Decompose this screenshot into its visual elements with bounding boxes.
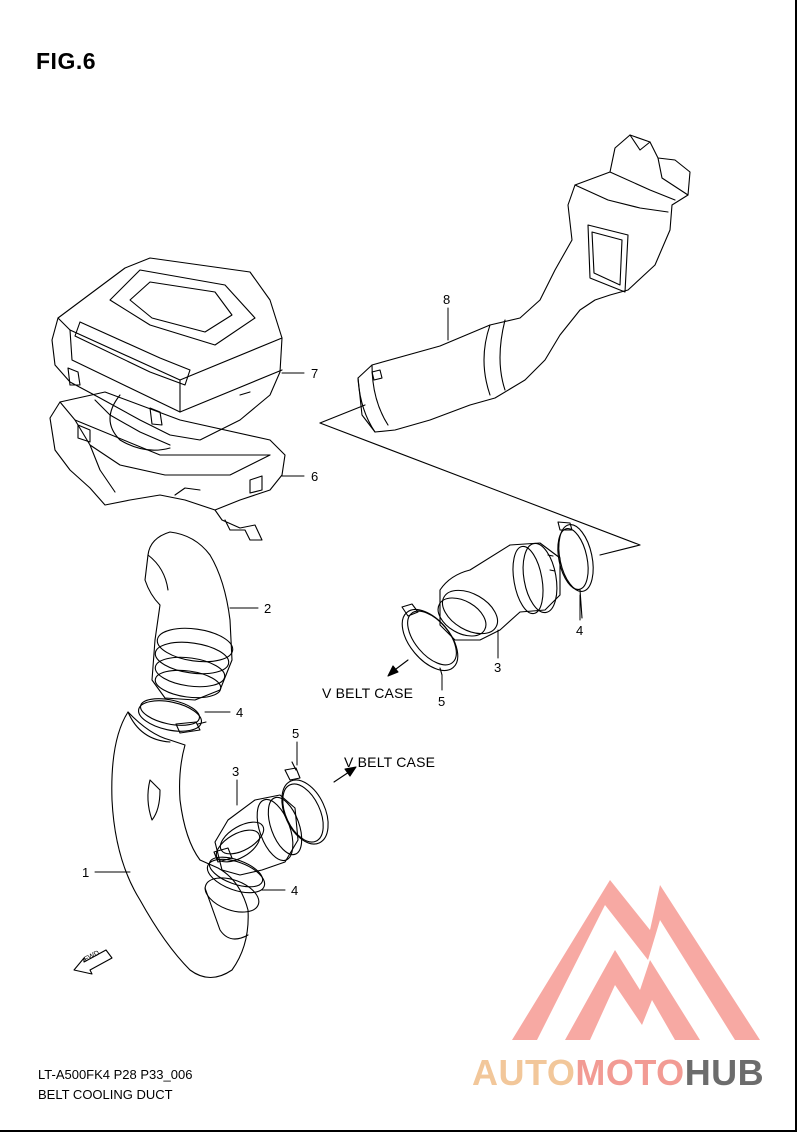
lower-connector-hose: [214, 794, 303, 876]
air-cleaner-cover: [51, 257, 283, 441]
upper-elbow-hose: [144, 531, 234, 701]
callout-7: 7: [311, 366, 319, 381]
callout-4-bottom: 4: [291, 883, 299, 898]
v-belt-case-label-top: V BELT CASE: [322, 685, 414, 701]
watermark-part-moto: MOTO: [575, 1052, 685, 1093]
callout-4-mid: 4: [236, 705, 244, 720]
callout-leaders: [94, 307, 581, 891]
figure-title: FIG.6: [36, 48, 97, 74]
upper-connector-hose: [437, 542, 561, 641]
upper-clamp-right: [557, 521, 594, 619]
upper-clamp-left: [401, 603, 459, 676]
v-belt-case-label-bottom: V BELT CASE: [344, 754, 436, 770]
air-cleaner-case: [49, 391, 286, 541]
watermark-logo: [512, 880, 760, 1040]
lower-clamp-right: [281, 761, 329, 845]
callout-6: 6: [311, 469, 319, 484]
callout-3-bottom: 3: [232, 764, 240, 779]
watermark-part-hub: HUB: [684, 1052, 765, 1093]
diagram-code: LT-A500FK4 P28 P33_006: [38, 1067, 193, 1082]
assembly-leader-lines: [319, 404, 641, 556]
callout-1: 1: [82, 865, 90, 880]
v-belt-case-arrow-bottom: [333, 766, 357, 783]
watermark-part-auto: AUTO: [472, 1052, 576, 1093]
v-belt-case-arrow-top: [387, 659, 409, 677]
lower-clamp-left: [206, 847, 266, 894]
callout-5-top: 5: [438, 694, 446, 709]
watermark-text: AUTOMOTOHUB: [472, 1052, 764, 1094]
upper-cooling-duct: [357, 134, 691, 433]
callout-4-top: 4: [576, 623, 584, 638]
diagram-name: BELT COOLING DUCT: [38, 1087, 173, 1102]
fwd-arrow-icon: [73, 949, 113, 975]
callout-8: 8: [443, 292, 451, 307]
middle-clamp: [138, 698, 207, 734]
callout-5-bottom: 5: [292, 726, 300, 741]
lower-cooling-duct: [111, 711, 260, 979]
callout-3-top: 3: [494, 660, 502, 675]
callout-2: 2: [264, 601, 272, 616]
